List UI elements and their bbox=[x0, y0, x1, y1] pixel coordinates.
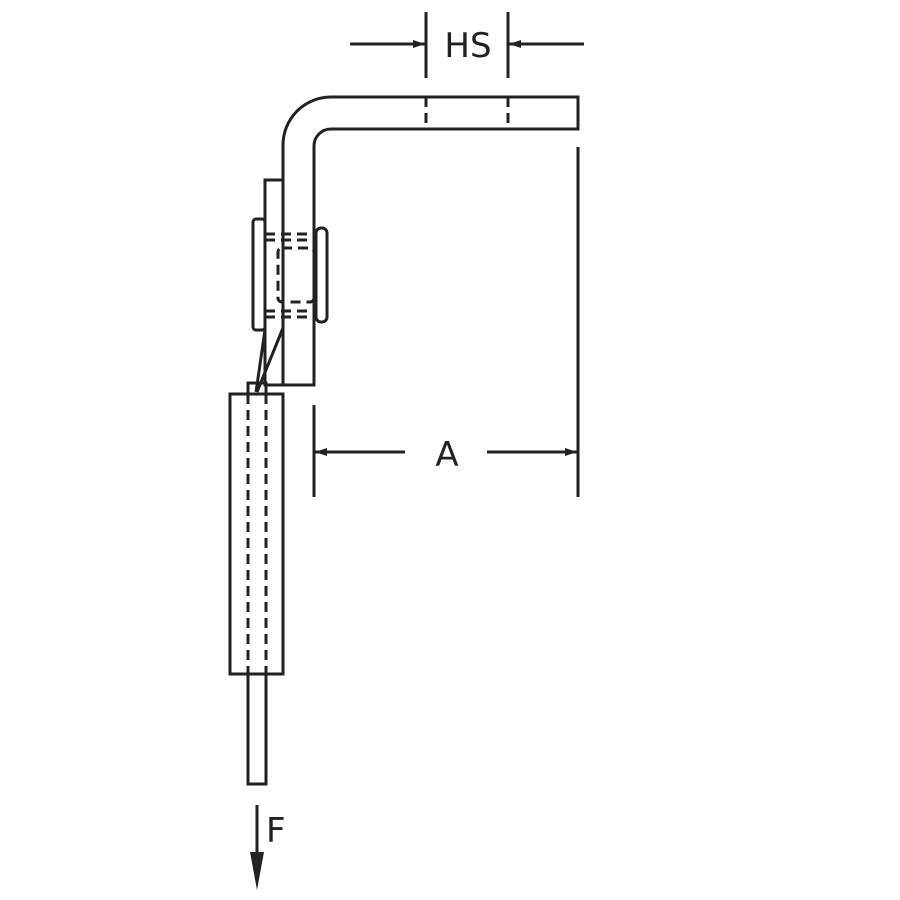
dimension-a-label: A bbox=[435, 435, 458, 475]
sleeve-body bbox=[228, 392, 285, 676]
clamp-right bbox=[314, 226, 329, 324]
hole-spacing-label: HS bbox=[444, 26, 491, 66]
clamp-left bbox=[251, 217, 267, 332]
hidden-lines bbox=[265, 232, 316, 319]
bent-arm bbox=[281, 95, 580, 387]
rod bbox=[246, 672, 268, 786]
force-label: F bbox=[266, 811, 286, 851]
arrowhead-icon bbox=[250, 852, 264, 890]
link-line-1 bbox=[255, 327, 285, 393]
mounting-plate bbox=[263, 178, 285, 387]
